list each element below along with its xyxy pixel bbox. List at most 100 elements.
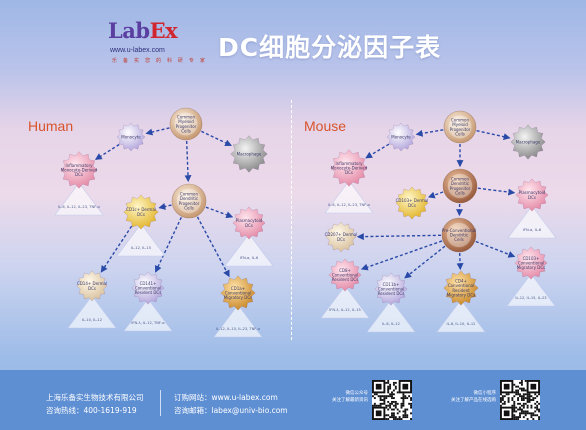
lineage-arrow-h_cdp-h_cd1c — [158, 203, 172, 210]
lineage-arrow-m_prec-m_cd8 — [360, 240, 443, 271]
logo-tagline: 乐 备 实 您 的 科 研 专 家 — [112, 58, 208, 64]
factor-list-m_cd103mig: IL-12, IL-15, IL-23 — [515, 296, 546, 300]
cell-body-h_pdc — [232, 206, 266, 240]
cell-body-m_cd103 — [395, 186, 429, 220]
qr-code-wechat-account[interactable] — [372, 380, 412, 420]
factor-cone-m_cd103mig — [506, 273, 556, 307]
factor-cone-h_cd1a — [213, 304, 263, 338]
lineage-arrow-h_cd1c-h_cd14 — [100, 225, 133, 273]
factor-cone-m_cd8 — [320, 285, 370, 319]
qr1-caption-line1: 微信公众号 — [345, 391, 369, 396]
factor-cones: IL-6, IL-12, IL-23, TNF-αIL-12, IL-15IFN… — [54, 180, 557, 338]
footer-separator — [160, 390, 161, 416]
factor-cone-m_cd11b — [366, 299, 416, 333]
lineage-arrow-h_monocyte-h_inflam — [94, 143, 120, 160]
cell-body-m_inflam — [330, 149, 368, 187]
lineage-arrow-m_monocyte-m_inflam — [365, 143, 390, 159]
qr1-caption-line2: 关注了解最新资讯 — [332, 398, 368, 403]
factor-cone-h_cd141 — [123, 298, 173, 332]
cell-body-h_cd1c — [123, 194, 159, 230]
cell-m-macro: Macrophage — [510, 124, 546, 160]
qr2-caption-line2: 关注了解产品在线选购 — [451, 398, 496, 403]
footer: 上海乐备实生物技术有限公司 咨询热线：400-1619-919 订购网站：www… — [0, 370, 586, 430]
cell-nucleus-m_cmp — [448, 115, 472, 139]
qr-code-mini-program[interactable] — [500, 380, 540, 420]
lineage-arrow-m_prec-m_cd103mig — [475, 240, 516, 258]
qr2-caption: 微信小程序关注了解产品在线选购 — [430, 390, 496, 404]
cell-body-h_monocyte — [116, 122, 146, 152]
footer-company: 上海乐备实生物技术有限公司 — [46, 393, 144, 402]
dc-lineage-diagram: IL-6, IL-12, IL-23, TNF-αIL-12, IL-15IFN… — [54, 107, 557, 338]
factor-list-h_inflam: IL-6, IL-12, IL-23, TNF-α — [58, 205, 100, 209]
lineage-arrows — [94, 127, 516, 279]
lineage-arrow-h_cmp-h_monocyte — [145, 127, 170, 136]
cell-body-m_cd11b — [374, 272, 408, 306]
cell-body-h_cmp — [169, 107, 203, 141]
cell-body-m_cd103mig — [514, 246, 548, 280]
factor-list-m_cd4: IL-6, IL-10, IL-12 — [447, 322, 476, 326]
factor-list-h_cd141: IFN-λ, IL-12, TNF-α — [131, 321, 165, 325]
qr1-caption: 微信公众号关注了解最新资讯 — [316, 390, 368, 404]
factor-cone-h_inflam — [54, 182, 104, 216]
cell-body-m_prec — [441, 217, 477, 253]
cell-label-h_macro: Macrophage — [237, 152, 262, 157]
factor-list-h_cd1a: IL-12, IL-15, IL-23, TNF-α — [216, 327, 261, 331]
lineage-arrow-m_cmp-m_monocyte — [415, 129, 444, 137]
logo-part-ex: Ex — [149, 18, 178, 43]
factor-list-h_cd1c: IL-12, IL-15 — [131, 246, 151, 250]
cell-body-m_cd4 — [443, 270, 479, 306]
factor-list-m_pdc: IFN-α, IL-6 — [523, 228, 542, 232]
cell-body-h_cdp — [171, 183, 207, 219]
lineage-arrow-m_cdp-m_cd103 — [427, 191, 444, 199]
cell-h-macro: Macrophage — [230, 135, 268, 173]
cell-m-monocyte: Monocyte — [386, 122, 416, 152]
lineage-arrow-h_cmp-h_cdp — [184, 140, 192, 183]
poster-title: DC细胞分泌因子表 — [218, 33, 442, 62]
cell-nucleus-m_prec — [446, 222, 472, 248]
lineage-arrow-m_cdp-m_pdc — [477, 187, 516, 196]
cell-body-h_cd14 — [76, 270, 108, 302]
cell-label-h_monocyte: Monocyte — [121, 135, 141, 140]
factor-cone-h_cd1c — [116, 223, 166, 257]
footer-email[interactable]: 咨询邮箱：labex@univ-bio.com — [174, 406, 288, 415]
factor-list-m_cd8: IFN-λ, IL-12, IL-15 — [329, 308, 361, 312]
cell-label-m_monocyte: Monocyte — [391, 135, 411, 140]
panel-title-mouse: Mouse — [304, 118, 347, 134]
footer-website[interactable]: 订购网站：www.u-labex.com — [174, 393, 278, 402]
cell-body-m_cmp — [443, 110, 477, 144]
lineage-arrow-h_cdp-h_cd141 — [154, 216, 182, 273]
cell-body-m_cd207 — [325, 221, 357, 253]
cell-body-m_cdp — [442, 168, 478, 204]
logo-url: www.u-labex.com — [110, 47, 165, 54]
cell-h-monocyte: Monocyte — [116, 122, 146, 152]
